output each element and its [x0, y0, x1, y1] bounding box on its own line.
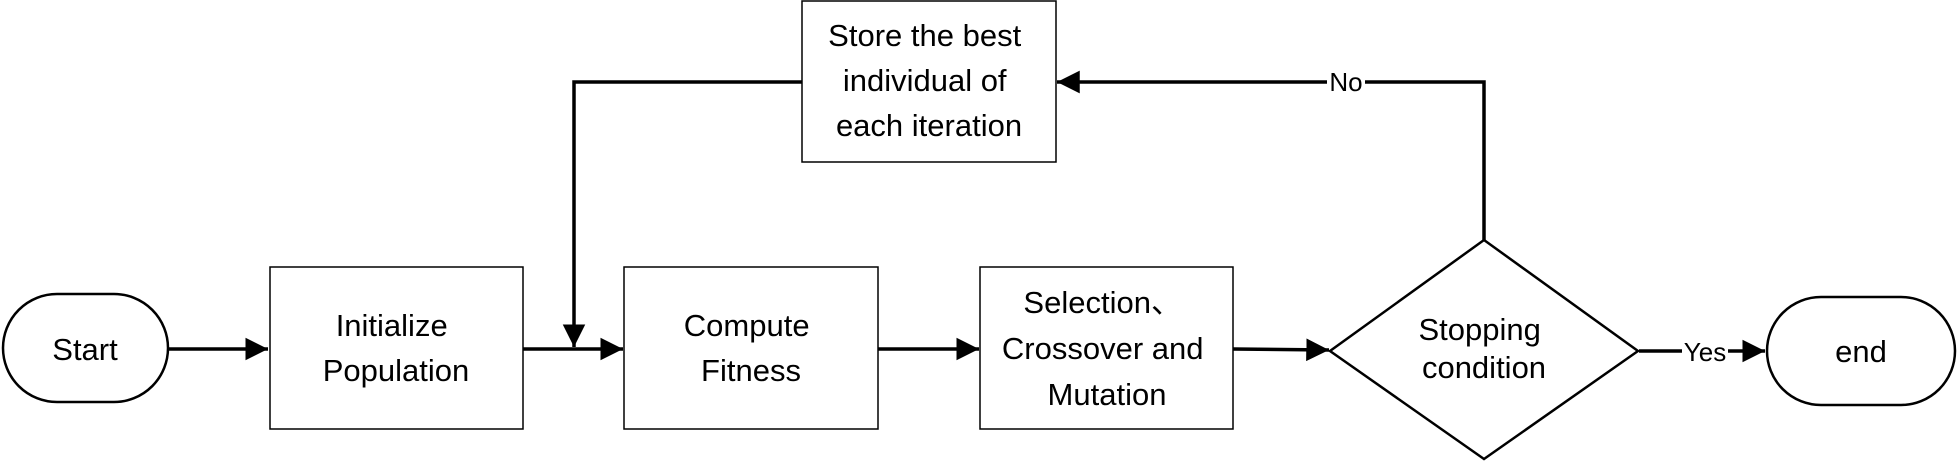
no-label-bg	[1327, 67, 1365, 97]
node-end: end	[1765, 295, 1957, 407]
end-label: end	[1835, 334, 1887, 369]
compute-fitness-label: Compute Fitness	[684, 308, 818, 388]
edge-stopping-to-store	[1057, 70, 1486, 240]
selection-line: Selection、	[1023, 285, 1182, 320]
no-label: No	[1329, 67, 1362, 97]
start-label: Start	[52, 332, 118, 367]
stopping-condition-diamond	[1327, 238, 1641, 461]
start-label-line: Start	[52, 332, 118, 367]
node-start: Start	[1, 292, 170, 404]
crossover-line: Crossover and	[1002, 331, 1204, 366]
node-stopping-condition: Stopping condition	[1327, 238, 1641, 461]
node-selection-crossover-mutation: Selection、 Crossover and Mutation	[979, 266, 1234, 430]
node-store-best-individual: Store the best individual of each iterat…	[801, 0, 1057, 163]
store-best-individual-box	[801, 0, 1057, 163]
store-line-1: Store the best	[828, 18, 1021, 53]
store-line-2: individual of	[843, 63, 1007, 98]
compute-fitness-line-2: Fitness	[701, 353, 801, 388]
end-label-line: end	[1835, 334, 1887, 369]
yes-label-bg	[1682, 337, 1728, 367]
initialize-population-line-2: Population	[323, 353, 470, 388]
store-best-individual-label: Store the best individual of each iterat…	[828, 18, 1030, 143]
node-compute-fitness: Compute Fitness	[623, 266, 879, 430]
compute-fitness-box	[623, 266, 879, 430]
selection-crossover-mutation-box	[979, 266, 1234, 430]
stopping-condition-line-1: Stopping	[1418, 312, 1540, 347]
initialize-population-line-1: Initialize	[336, 308, 448, 343]
stopping-condition-label: Stopping condition	[1418, 312, 1549, 385]
selection-crossover-mutation-label: Selection、 Crossover and Mutation	[1002, 285, 1212, 412]
store-line-3: each iteration	[836, 108, 1022, 143]
edge-labels: No Yes	[1327, 67, 1728, 367]
stopping-condition-line-2: condition	[1422, 350, 1546, 385]
start-terminal-shape	[1, 292, 170, 404]
edge-operators-to-stopping	[1232, 338, 1330, 362]
edge-store-to-fitness-loop	[562, 80, 802, 347]
initialize-population-box	[269, 266, 524, 430]
mutation-line: Mutation	[1048, 377, 1167, 412]
yes-label: Yes	[1684, 337, 1726, 367]
node-initialize-population: Initialize Population	[269, 266, 524, 430]
end-terminal-shape	[1765, 295, 1957, 407]
compute-fitness-line-1: Compute	[684, 308, 810, 343]
initialize-population-label: Initialize Population	[323, 308, 470, 388]
